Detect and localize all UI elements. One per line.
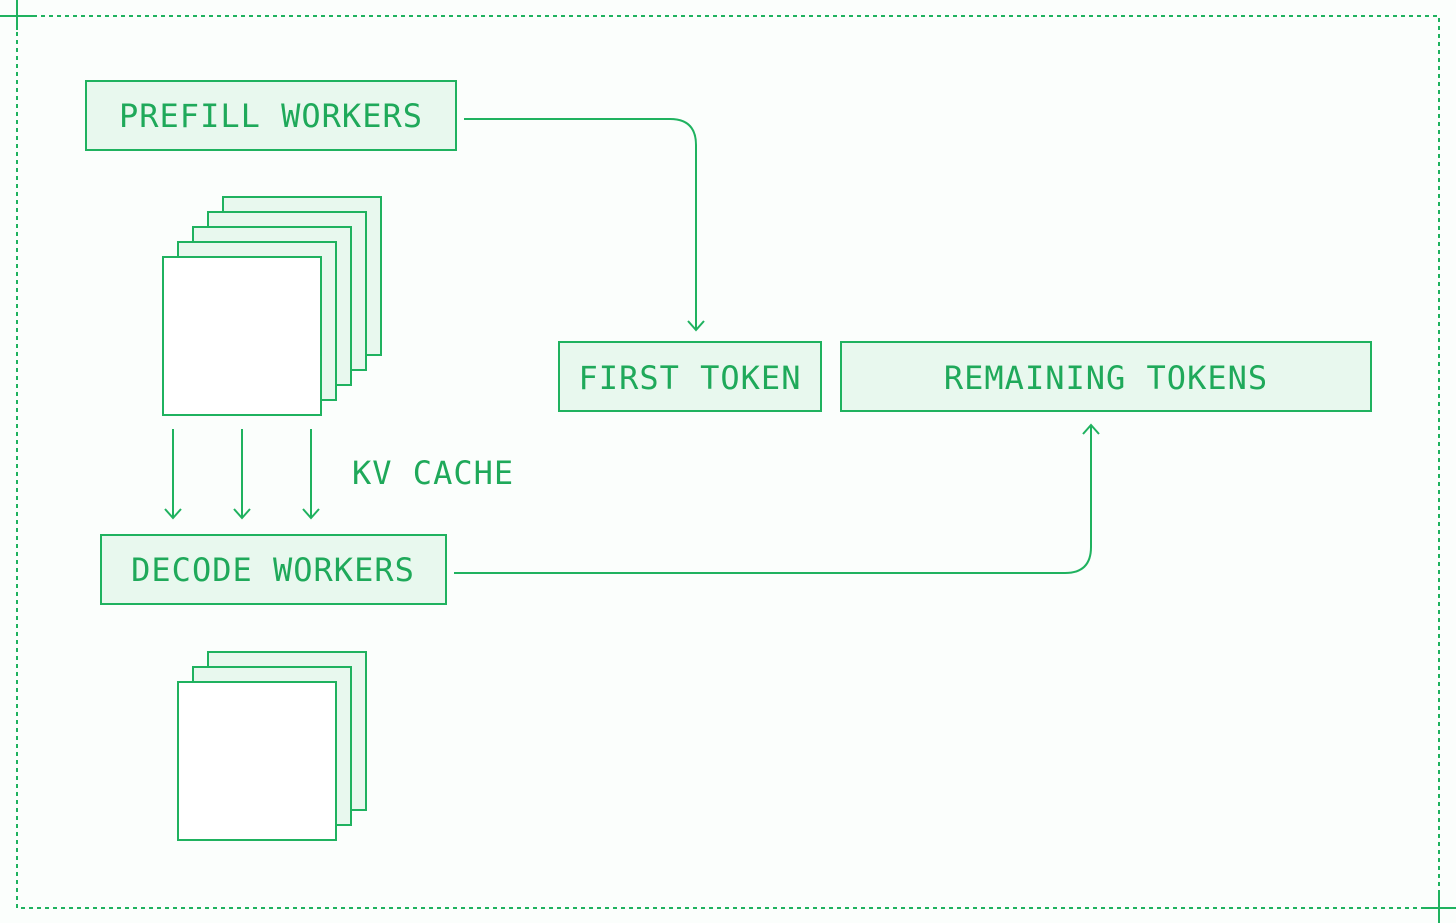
dashed-frame — [16, 15, 1440, 909]
first-token-node: FIRST TOKEN — [558, 341, 822, 412]
decode-gpu-card-1 — [177, 681, 337, 841]
kv-cache-label: KV CACHE — [352, 454, 514, 492]
first-token-label: FIRST TOKEN — [579, 359, 802, 397]
corner-crosshair-bottom-right — [1422, 892, 1456, 923]
kv-cache-arrow-2 — [233, 429, 251, 520]
arrow-prefill-to-first-token — [464, 118, 705, 332]
corner-crosshair-top-left — [0, 0, 34, 30]
kv-cache-transfer-arrows — [164, 429, 320, 520]
prefill-workers-node: PREFILL WORKERS — [85, 80, 457, 151]
prefill-gpu-card-1 — [162, 256, 322, 416]
decode-gpu-stack — [177, 651, 367, 841]
arrow-decode-to-remaining-tokens — [454, 423, 1100, 574]
remaining-tokens-node: REMAINING TOKENS — [840, 341, 1372, 412]
prefill-gpu-stack — [162, 196, 382, 416]
decode-workers-node: DECODE WORKERS — [100, 534, 447, 605]
remaining-tokens-label: REMAINING TOKENS — [944, 359, 1268, 397]
prefill-workers-label: PREFILL WORKERS — [119, 97, 423, 135]
kv-cache-arrow-3 — [302, 429, 320, 520]
kv-cache-arrow-1 — [164, 429, 182, 520]
decode-workers-label: DECODE WORKERS — [131, 551, 415, 589]
